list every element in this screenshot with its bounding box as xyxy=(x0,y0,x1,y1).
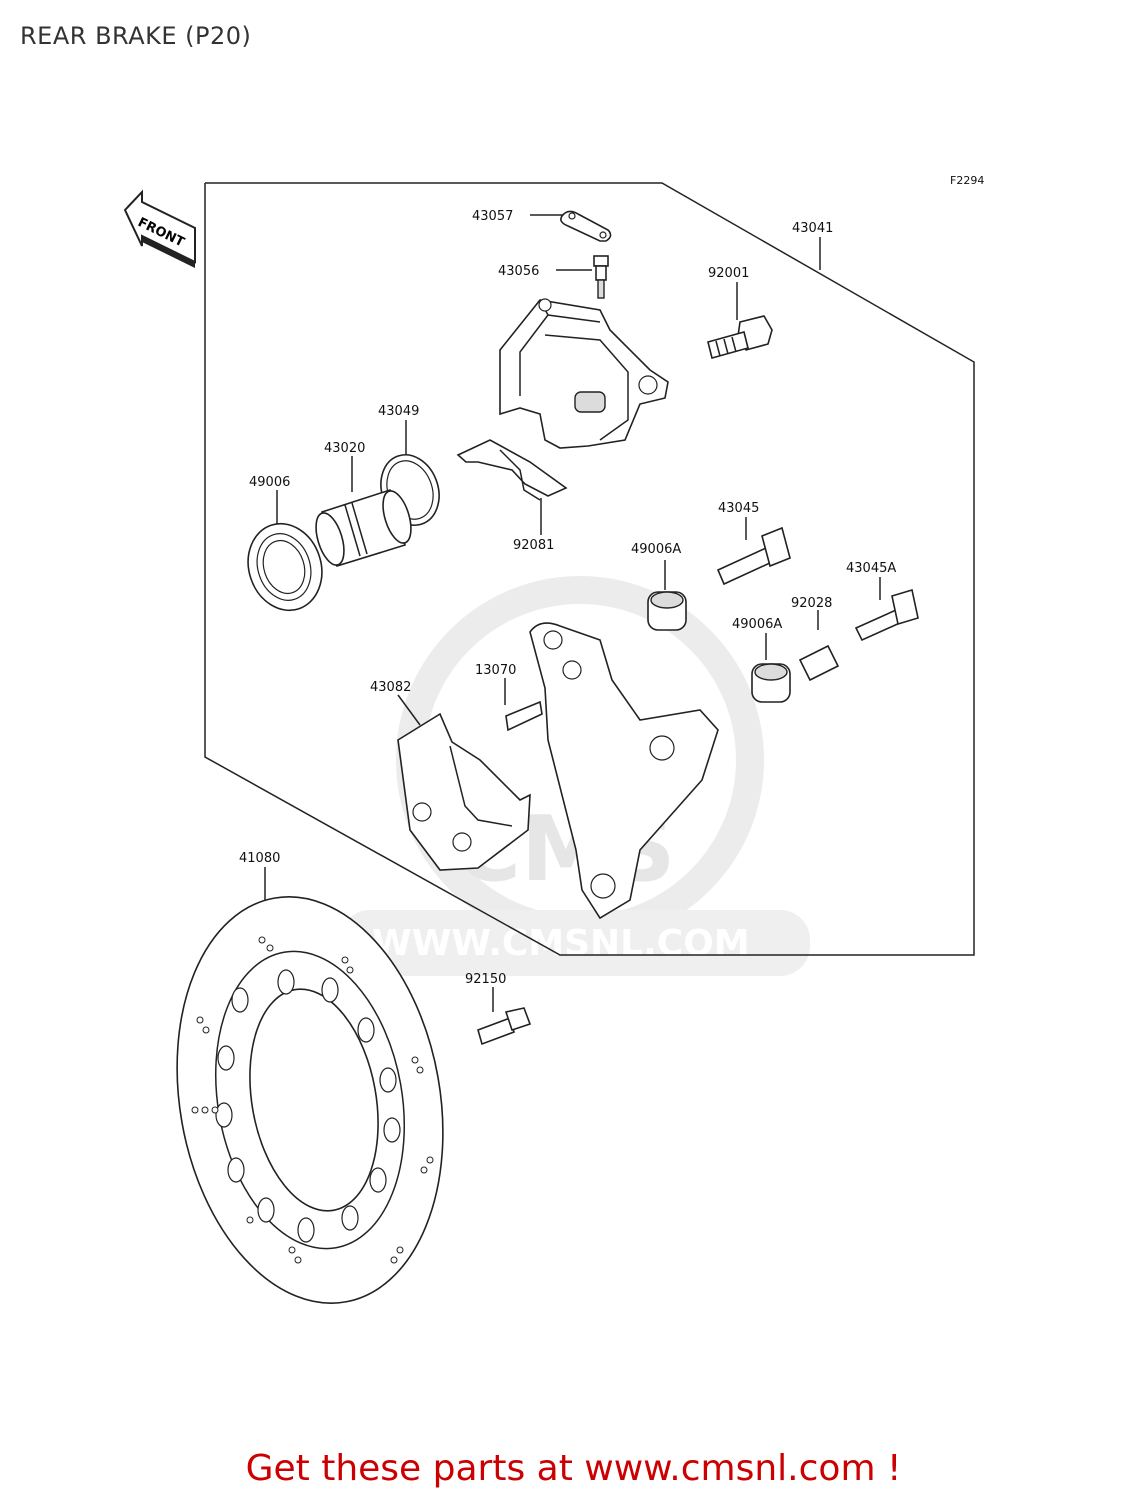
part-43082-drawing xyxy=(397,712,531,871)
part-49006A-1-drawing xyxy=(647,591,687,631)
part-92150-drawing xyxy=(477,1007,532,1046)
part-label-43041[interactable]: 43041 xyxy=(792,221,833,236)
part-label-49006A-1[interactable]: 49006A xyxy=(631,542,681,557)
part-label-43049[interactable]: 43049 xyxy=(378,404,419,419)
figure-code: F2294 xyxy=(950,174,984,187)
part-13070-drawing xyxy=(505,700,543,732)
part-label-92150[interactable]: 92150 xyxy=(465,972,506,987)
front-arrow-icon: FRONT xyxy=(123,189,196,268)
part-label-49006A-2[interactable]: 49006A xyxy=(732,617,782,632)
leader-lines xyxy=(264,214,881,1012)
part-49006-drawing xyxy=(247,522,323,612)
part-label-92028[interactable]: 92028 xyxy=(791,596,832,611)
part-label-92001[interactable]: 92001 xyxy=(708,266,749,281)
watermark-banner xyxy=(340,910,810,976)
part-41080-drawing xyxy=(176,896,444,1304)
part-43056-drawing xyxy=(593,255,609,299)
caliper-assembly-outline xyxy=(204,182,975,956)
watermark-text: WWW.CMSNL.COM xyxy=(372,923,750,964)
part-49006A-2-drawing xyxy=(751,663,791,703)
part-92001-drawing xyxy=(707,315,773,359)
part-label-43057[interactable]: 43057 xyxy=(472,209,513,224)
part-label-43020[interactable]: 43020 xyxy=(324,441,365,456)
part-label-41080[interactable]: 41080 xyxy=(239,851,280,866)
part-43045A-drawing xyxy=(854,588,919,642)
part-label-49006[interactable]: 49006 xyxy=(249,475,290,490)
part-label-43082[interactable]: 43082 xyxy=(370,680,411,695)
part-92028-drawing xyxy=(798,644,840,682)
part-label-13070[interactable]: 13070 xyxy=(475,663,516,678)
page-title: REAR BRAKE (P20) xyxy=(20,22,252,50)
part-label-43056[interactable]: 43056 xyxy=(498,264,539,279)
caliper-bracket-drawing xyxy=(529,622,719,920)
part-label-92081[interactable]: 92081 xyxy=(513,538,554,553)
part-43020-drawing xyxy=(315,488,412,568)
part-43057-drawing xyxy=(560,210,612,242)
caliper-body-drawing xyxy=(499,298,669,449)
part-labels: 43057 43056 43041 92001 43049 43020 4900… xyxy=(239,209,896,987)
promo-link[interactable]: Get these parts at www.cmsnl.com ! xyxy=(245,1448,902,1489)
part-43045-drawing xyxy=(716,526,791,586)
part-label-43045[interactable]: 43045 xyxy=(718,501,759,516)
part-label-43045A[interactable]: 43045A xyxy=(846,561,896,576)
part-92081-drawing xyxy=(456,439,568,501)
